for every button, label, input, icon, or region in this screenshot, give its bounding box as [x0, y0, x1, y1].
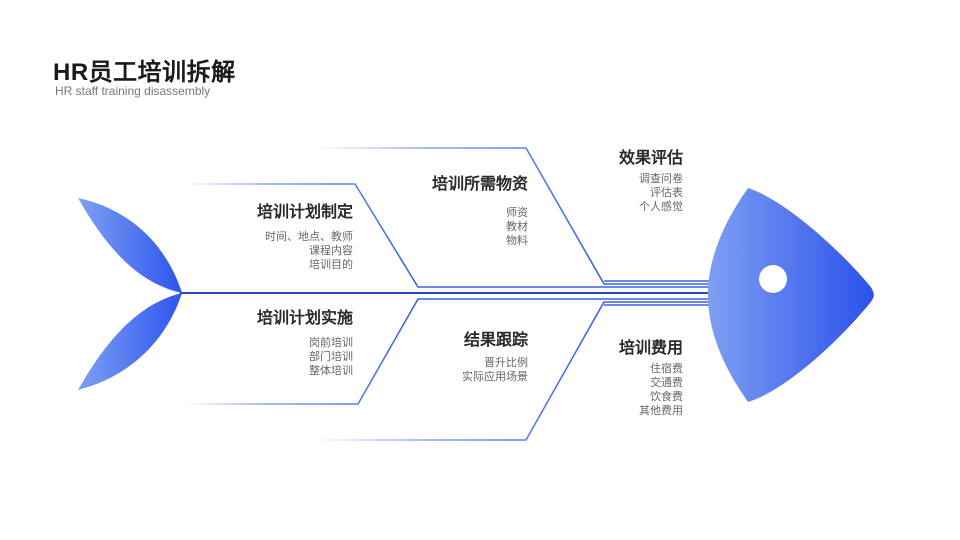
fish-eye [759, 265, 787, 293]
branch-item: 物料 [506, 235, 528, 247]
branch-plan-implementation: 培训计划实施 岗前培训 部门培训 整体培训 [257, 304, 353, 378]
branch-result-tracking: 结果跟踪 晋升比例 实际应用场景 [462, 326, 528, 384]
branch-item: 岗前培训 [309, 337, 353, 349]
branch-evaluation: 效果评估 调查问卷 评估表 个人感觉 [619, 144, 683, 214]
branch-item: 饮食费 [650, 391, 683, 403]
tail-fin-top [78, 198, 182, 293]
tail-fin-bottom [78, 293, 182, 390]
bone-result-tracking [315, 301, 712, 441]
branch-item: 教材 [506, 221, 528, 233]
branch-title: 培训计划实施 [256, 310, 353, 327]
bone-materials [315, 147, 712, 285]
branch-plan-making: 培训计划制定 时间、地点、教师 课程内容 培训目的 [257, 198, 353, 272]
branch-item: 时间、地点、教师 [265, 231, 353, 243]
branch-item: 个人感觉 [639, 201, 683, 213]
branch-item: 住宿费 [650, 363, 683, 375]
page-title: HR员工培训拆解 [53, 59, 236, 86]
branch-item: 师资 [506, 207, 528, 219]
branch-item: 交通费 [650, 377, 683, 389]
branch-title: 培训费用 [618, 340, 683, 357]
branch-title: 效果评估 [618, 150, 683, 167]
branch-item: 晋升比例 [484, 357, 528, 369]
bone-plan-making [185, 183, 712, 288]
page-subtitle: HR staff training disassembly [55, 84, 211, 98]
branch-title: 结果跟踪 [463, 332, 528, 349]
bone-plan-implementation [185, 298, 712, 405]
branch-item: 实际应用场景 [462, 371, 528, 383]
branch-item: 部门培训 [309, 351, 353, 363]
branch-materials: 培训所需物资 师资 教材 物料 [432, 170, 528, 248]
branch-item: 整体培训 [309, 365, 353, 377]
branch-title: 培训计划制定 [256, 204, 353, 221]
branch-item: 其他费用 [639, 405, 683, 417]
branch-item: 培训目的 [309, 259, 353, 271]
branch-title: 培训所需物资 [431, 176, 528, 193]
branch-item: 评估表 [650, 187, 683, 199]
branch-item: 调查问卷 [639, 173, 683, 185]
fish-head [708, 188, 874, 402]
branch-costs: 培训费用 住宿费 交通费 饮食费 其他费用 [619, 334, 683, 418]
branch-item: 课程内容 [309, 245, 353, 257]
